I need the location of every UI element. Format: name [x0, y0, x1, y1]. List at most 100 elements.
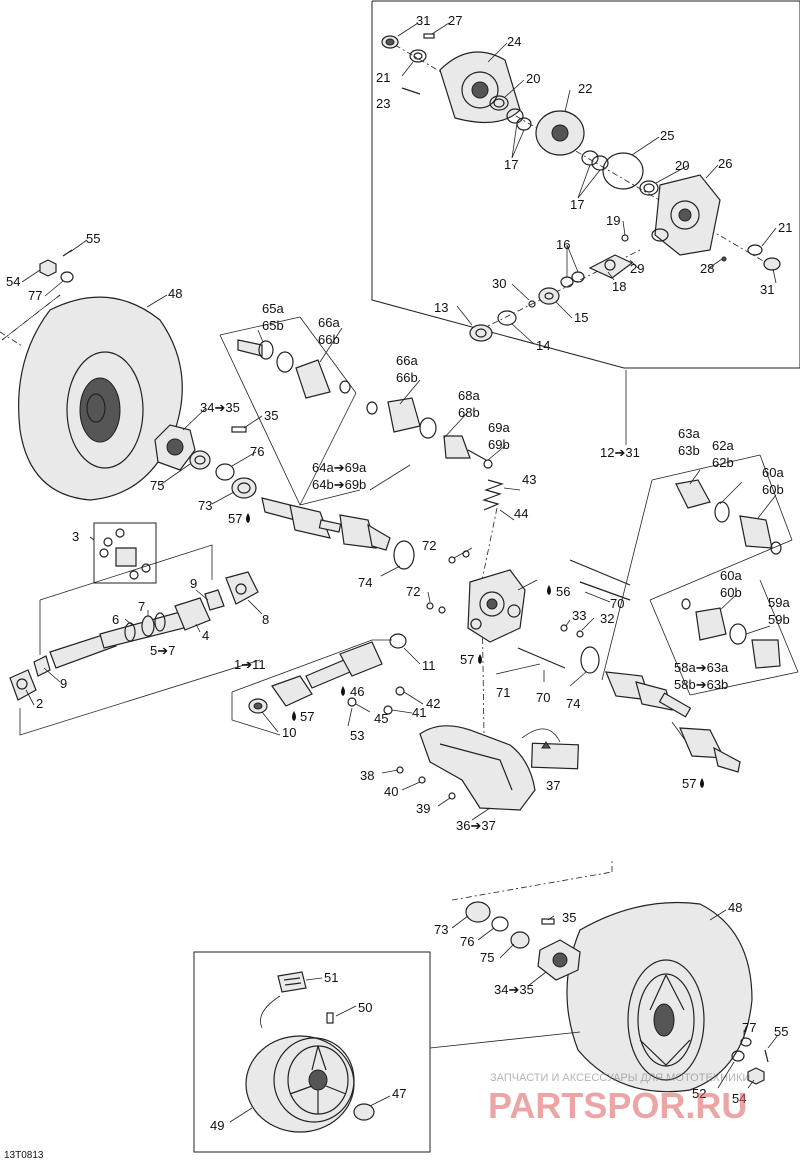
label-74: 74 — [566, 696, 580, 711]
label-9: 9 — [60, 676, 67, 691]
oil-drop-icon — [341, 686, 345, 696]
label-56: 56 — [556, 584, 570, 599]
label-35: 35 — [562, 910, 576, 925]
label-65a: 65a — [262, 301, 284, 316]
label-22: 22 — [578, 81, 592, 96]
label-64b-69b: 64b➔69b — [312, 477, 366, 492]
label-72: 72 — [422, 538, 436, 553]
label-2: 2 — [36, 696, 43, 711]
label-32: 32 — [600, 611, 614, 626]
label-60a: 60a — [762, 465, 784, 480]
label-40: 40 — [384, 784, 398, 799]
label-70: 70 — [610, 596, 624, 611]
label-8: 8 — [262, 612, 269, 627]
label-55: 55 — [86, 231, 100, 246]
label-57: 57 — [460, 652, 474, 667]
label-66b: 66b — [318, 332, 340, 347]
label-24: 24 — [507, 34, 521, 49]
label-54: 54 — [732, 1091, 746, 1106]
differential-detail-box — [371, 0, 800, 369]
label-55: 55 — [774, 1024, 788, 1039]
label-65b: 65b — [262, 318, 284, 333]
left-drive-shaft — [219, 316, 507, 577]
label-45: 45 — [374, 711, 388, 726]
label-62a: 62a — [712, 438, 734, 453]
label-26: 26 — [718, 156, 732, 171]
label-69a: 69a — [488, 420, 510, 435]
label-62b: 62b — [712, 455, 734, 470]
label-58a-63a: 58a➔63a — [674, 660, 729, 675]
label-19: 19 — [606, 213, 620, 228]
label-64a-69a: 64a➔69a — [312, 460, 367, 475]
label-21: 21 — [376, 70, 390, 85]
label-69b: 69b — [488, 437, 510, 452]
label-35: 35 — [264, 408, 278, 423]
label-12-31: 12➔31 — [600, 445, 640, 460]
differential-assembly — [426, 479, 631, 737]
label-21: 21 — [778, 220, 792, 235]
label-59b: 59b — [768, 612, 790, 627]
label-75: 75 — [480, 950, 494, 965]
label-34-35: 34➔35 — [200, 400, 240, 415]
label-47: 47 — [392, 1086, 406, 1101]
oil-drop-icon — [547, 585, 551, 595]
label-57: 57 — [682, 776, 696, 791]
label-51: 51 — [324, 970, 338, 985]
label-77: 77 — [742, 1020, 756, 1035]
oil-drop-icon — [478, 654, 482, 664]
label-23: 23 — [376, 96, 390, 111]
label-20: 20 — [675, 158, 689, 173]
label-60b: 60b — [720, 585, 742, 600]
label-70: 70 — [536, 690, 550, 705]
rim-detail-box — [193, 951, 581, 1153]
label-3: 3 — [72, 529, 79, 544]
label-75: 75 — [150, 478, 164, 493]
oil-drop-icon — [292, 711, 296, 721]
right-drive-shaft — [601, 370, 799, 773]
label-63b: 63b — [678, 443, 700, 458]
label-38: 38 — [360, 768, 374, 783]
label-5-7: 5➔7 — [150, 643, 175, 658]
label-43: 43 — [522, 472, 536, 487]
label-33: 33 — [572, 608, 586, 623]
label-76: 76 — [250, 444, 264, 459]
oil-drop-icons — [246, 513, 704, 788]
label-34-35: 34➔35 — [494, 982, 534, 997]
label-29: 29 — [630, 261, 644, 276]
watermark-line-2: PARTSPOR.RU — [488, 1085, 747, 1126]
label-15: 15 — [574, 310, 588, 325]
label-17: 17 — [570, 197, 584, 212]
label-1-11: 1➔11 — [234, 657, 266, 672]
skid-plate — [381, 725, 580, 821]
label-58b-63b: 58b➔63b — [674, 677, 728, 692]
label-14: 14 — [536, 338, 550, 353]
label-54: 54 — [6, 274, 20, 289]
label-52: 52 — [692, 1086, 706, 1101]
label-27: 27 — [448, 13, 462, 28]
label-48: 48 — [168, 286, 182, 301]
label-30: 30 — [492, 276, 506, 291]
label-66b: 66b — [396, 370, 418, 385]
label-57: 57 — [300, 709, 314, 724]
label-53: 53 — [350, 728, 364, 743]
label-60a: 60a — [720, 568, 742, 583]
label-16: 16 — [556, 237, 570, 252]
label-6: 6 — [112, 612, 119, 627]
label-73: 73 — [434, 922, 448, 937]
label-76: 76 — [460, 934, 474, 949]
label-68a: 68a — [458, 388, 480, 403]
label-60b: 60b — [762, 482, 784, 497]
part-number-labels: 31 27 24 21 23 20 22 17 25 17 20 26 19 2… — [6, 13, 792, 1133]
label-66a: 66a — [396, 353, 418, 368]
label-77: 77 — [28, 288, 42, 303]
diagram-id: 13T0813 — [4, 1150, 44, 1161]
watermark: ЗАПЧАСТИ И АКСЕССУАРЫ ДЛЯ МОТОТЕХНИКИ PA… — [488, 1072, 750, 1126]
label-73: 73 — [198, 498, 212, 513]
label-63a: 63a — [678, 426, 700, 441]
label-17: 17 — [504, 157, 518, 172]
right-rear-wheel — [451, 860, 779, 1093]
propeller-shaft — [9, 522, 263, 736]
label-31: 31 — [760, 282, 774, 297]
label-49: 49 — [210, 1118, 224, 1133]
